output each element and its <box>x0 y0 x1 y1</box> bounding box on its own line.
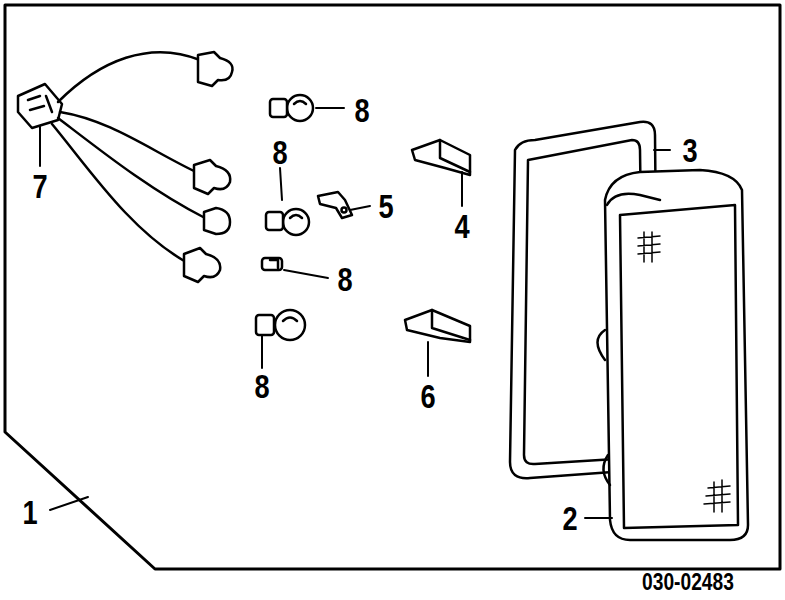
wiring-harness <box>204 208 230 234</box>
bulb <box>294 101 306 104</box>
callout-number: 6 <box>420 379 435 413</box>
clip <box>405 310 470 342</box>
leader-line <box>280 168 282 200</box>
wiring-harness <box>194 160 230 194</box>
bulb <box>283 318 297 322</box>
wiring-harness <box>60 112 196 172</box>
lamp-housing <box>638 232 660 262</box>
callout-number: 5 <box>378 189 393 223</box>
callout-number: 8 <box>272 135 287 169</box>
clip <box>432 310 470 340</box>
lamp-housing <box>603 455 610 485</box>
leader-line <box>350 206 370 210</box>
lamp-housing <box>704 480 730 512</box>
bulb <box>270 260 278 268</box>
bracket <box>318 192 352 218</box>
leader-line <box>654 149 670 151</box>
leader-line <box>50 497 88 510</box>
bulb <box>275 310 305 340</box>
lamp-housing <box>607 194 660 205</box>
lamp-housing <box>620 205 738 528</box>
wiring-harness <box>184 248 220 282</box>
wiring-harness <box>28 96 52 112</box>
leader-line <box>427 342 429 376</box>
lamp-housing <box>605 170 748 540</box>
wiring-harness <box>18 52 233 282</box>
callout-number: 8 <box>337 262 352 296</box>
clip <box>412 140 470 175</box>
callout-number: 8 <box>354 93 369 127</box>
wiring-harness <box>52 124 186 262</box>
bulb <box>266 212 283 230</box>
callout-number: 7 <box>32 169 47 203</box>
bracket <box>318 192 352 218</box>
bulb <box>287 95 313 121</box>
lamp-housing <box>598 330 606 360</box>
callout-number: 3 <box>682 133 697 167</box>
leader-line <box>316 107 344 109</box>
panel-border <box>5 5 780 569</box>
lamp-housing <box>598 170 749 540</box>
bulb <box>290 215 302 218</box>
part-code: 030-02483 <box>642 570 734 594</box>
leader-line <box>40 108 670 518</box>
leader-line <box>39 126 41 166</box>
clip <box>405 140 470 342</box>
bulb <box>283 209 309 235</box>
wiring-harness <box>18 84 62 128</box>
bracket <box>342 208 347 213</box>
wiring-harness <box>198 52 233 86</box>
panel-border <box>5 5 780 569</box>
leader-line <box>461 172 463 206</box>
callout-number: 8 <box>254 369 269 403</box>
wiring-harness <box>58 118 205 218</box>
callout-number: 1 <box>22 495 37 529</box>
bulb <box>262 258 282 270</box>
bulb <box>256 315 274 335</box>
callout-number: 2 <box>562 501 577 535</box>
leader-line <box>261 336 263 368</box>
bulb <box>270 99 287 117</box>
leader-line <box>284 270 328 278</box>
leader-line <box>585 517 612 519</box>
wiring-harness <box>58 52 200 102</box>
clip <box>440 140 470 172</box>
callout-number: 4 <box>454 209 469 243</box>
bulb <box>256 95 313 340</box>
